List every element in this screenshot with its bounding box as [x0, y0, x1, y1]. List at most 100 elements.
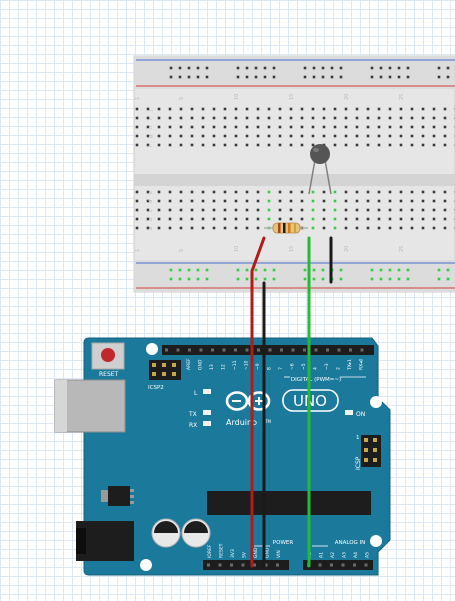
breadboard-hole[interactable]	[300, 190, 304, 194]
breadboard-hole[interactable]	[278, 125, 282, 129]
header-pin[interactable]	[234, 348, 237, 352]
rail-hole[interactable]	[437, 75, 441, 79]
breadboard-hole[interactable]	[333, 116, 337, 120]
breadboard-hole[interactable]	[355, 116, 359, 120]
breadboard-hole[interactable]	[278, 190, 282, 194]
breadboard-hole[interactable]	[146, 143, 150, 147]
breadboard-hole[interactable]	[146, 217, 150, 221]
breadboard-hole[interactable]	[212, 107, 216, 111]
breadboard-hole[interactable]	[190, 199, 194, 203]
icsp-pin[interactable]	[373, 458, 377, 462]
breadboard-hole[interactable]	[322, 116, 326, 120]
breadboard-hole[interactable]	[190, 107, 194, 111]
breadboard-hole[interactable]	[333, 199, 337, 203]
breadboard-hole[interactable]	[146, 134, 150, 138]
breadboard-hole[interactable]	[355, 125, 359, 129]
rail-hole[interactable]	[169, 268, 173, 272]
breadboard-hole[interactable]	[135, 107, 139, 111]
icsp-pin[interactable]	[364, 448, 368, 452]
rail-hole[interactable]	[263, 66, 267, 70]
rail-hole[interactable]	[312, 75, 316, 79]
breadboard-hole[interactable]	[300, 134, 304, 138]
rail-hole[interactable]	[446, 66, 450, 70]
breadboard-hole[interactable]	[267, 190, 271, 194]
rail-hole[interactable]	[254, 75, 258, 79]
header-pin[interactable]	[318, 563, 322, 567]
breadboard-hole[interactable]	[135, 143, 139, 147]
breadboard-hole[interactable]	[234, 134, 238, 138]
breadboard-hole[interactable]	[322, 199, 326, 203]
breadboard-hole[interactable]	[399, 116, 403, 120]
rail-hole[interactable]	[370, 75, 374, 79]
rail-hole[interactable]	[379, 75, 383, 79]
breadboard-hole[interactable]	[245, 125, 249, 129]
header-pin[interactable]	[364, 563, 368, 567]
breadboard-hole[interactable]	[245, 143, 249, 147]
breadboard-hole[interactable]	[377, 125, 381, 129]
breadboard-hole[interactable]	[322, 125, 326, 129]
header-pin[interactable]	[245, 348, 249, 352]
rail-hole[interactable]	[339, 268, 343, 272]
header-pin[interactable]	[211, 348, 214, 352]
breadboard-hole[interactable]	[432, 208, 436, 212]
rail-hole[interactable]	[406, 66, 410, 70]
breadboard-hole[interactable]	[366, 199, 370, 203]
icsp-pin[interactable]	[364, 438, 368, 442]
breadboard-hole[interactable]	[399, 143, 403, 147]
icsp2-pin[interactable]	[152, 372, 156, 376]
header-pin[interactable]	[276, 563, 279, 567]
breadboard-hole[interactable]	[432, 143, 436, 147]
breadboard-hole[interactable]	[223, 199, 227, 203]
rail-hole[interactable]	[379, 277, 383, 281]
breadboard-hole[interactable]	[432, 116, 436, 120]
breadboard-hole[interactable]	[366, 116, 370, 120]
rail-hole[interactable]	[169, 277, 173, 281]
rail-hole[interactable]	[272, 277, 276, 281]
rail-hole[interactable]	[245, 277, 249, 281]
breadboard-hole[interactable]	[355, 199, 359, 203]
rail-hole[interactable]	[205, 75, 209, 79]
breadboard-hole[interactable]	[388, 226, 392, 230]
breadboard-hole[interactable]	[443, 116, 447, 120]
breadboard-hole[interactable]	[179, 199, 183, 203]
5v-wire[interactable]	[250, 236, 266, 568]
rail-hole[interactable]	[388, 66, 392, 70]
breadboard-hole[interactable]	[234, 116, 238, 120]
breadboard-hole[interactable]	[168, 107, 172, 111]
breadboard-hole[interactable]	[179, 226, 183, 230]
breadboard-hole[interactable]	[212, 217, 216, 221]
breadboard-hole[interactable]	[157, 199, 161, 203]
breadboard-hole[interactable]	[377, 217, 381, 221]
breadboard-hole[interactable]	[267, 134, 271, 138]
rail-hole[interactable]	[397, 277, 401, 281]
rail-hole[interactable]	[236, 277, 240, 281]
breadboard-hole[interactable]	[168, 217, 172, 221]
header-pin[interactable]	[176, 348, 180, 352]
breadboard-hole[interactable]	[267, 199, 271, 203]
rail-hole[interactable]	[321, 66, 325, 70]
breadboard-hole[interactable]	[311, 125, 315, 129]
breadboard-hole[interactable]	[146, 190, 150, 194]
rail-hole[interactable]	[379, 268, 383, 272]
breadboard-hole[interactable]	[300, 125, 304, 129]
rail-hole[interactable]	[379, 66, 383, 70]
breadboard-hole[interactable]	[399, 134, 403, 138]
rail-hole[interactable]	[339, 277, 343, 281]
breadboard-hole[interactable]	[289, 116, 293, 120]
breadboard-hole[interactable]	[157, 143, 161, 147]
breadboard-hole[interactable]	[256, 143, 260, 147]
breadboard-hole[interactable]	[289, 199, 293, 203]
rail-hole[interactable]	[321, 268, 325, 272]
breadboard-hole[interactable]	[190, 116, 194, 120]
rail-hole[interactable]	[196, 268, 200, 272]
breadboard-hole[interactable]	[388, 125, 392, 129]
rail-hole[interactable]	[205, 66, 209, 70]
breadboard-hole[interactable]	[322, 208, 326, 212]
breadboard-hole[interactable]	[190, 208, 194, 212]
breadboard-hole[interactable]	[201, 125, 205, 129]
rail-hole[interactable]	[312, 66, 316, 70]
breadboard-hole[interactable]	[344, 143, 348, 147]
breadboard-hole[interactable]	[201, 208, 205, 212]
breadboard-hole[interactable]	[366, 226, 370, 230]
rail-hole[interactable]	[330, 75, 334, 79]
